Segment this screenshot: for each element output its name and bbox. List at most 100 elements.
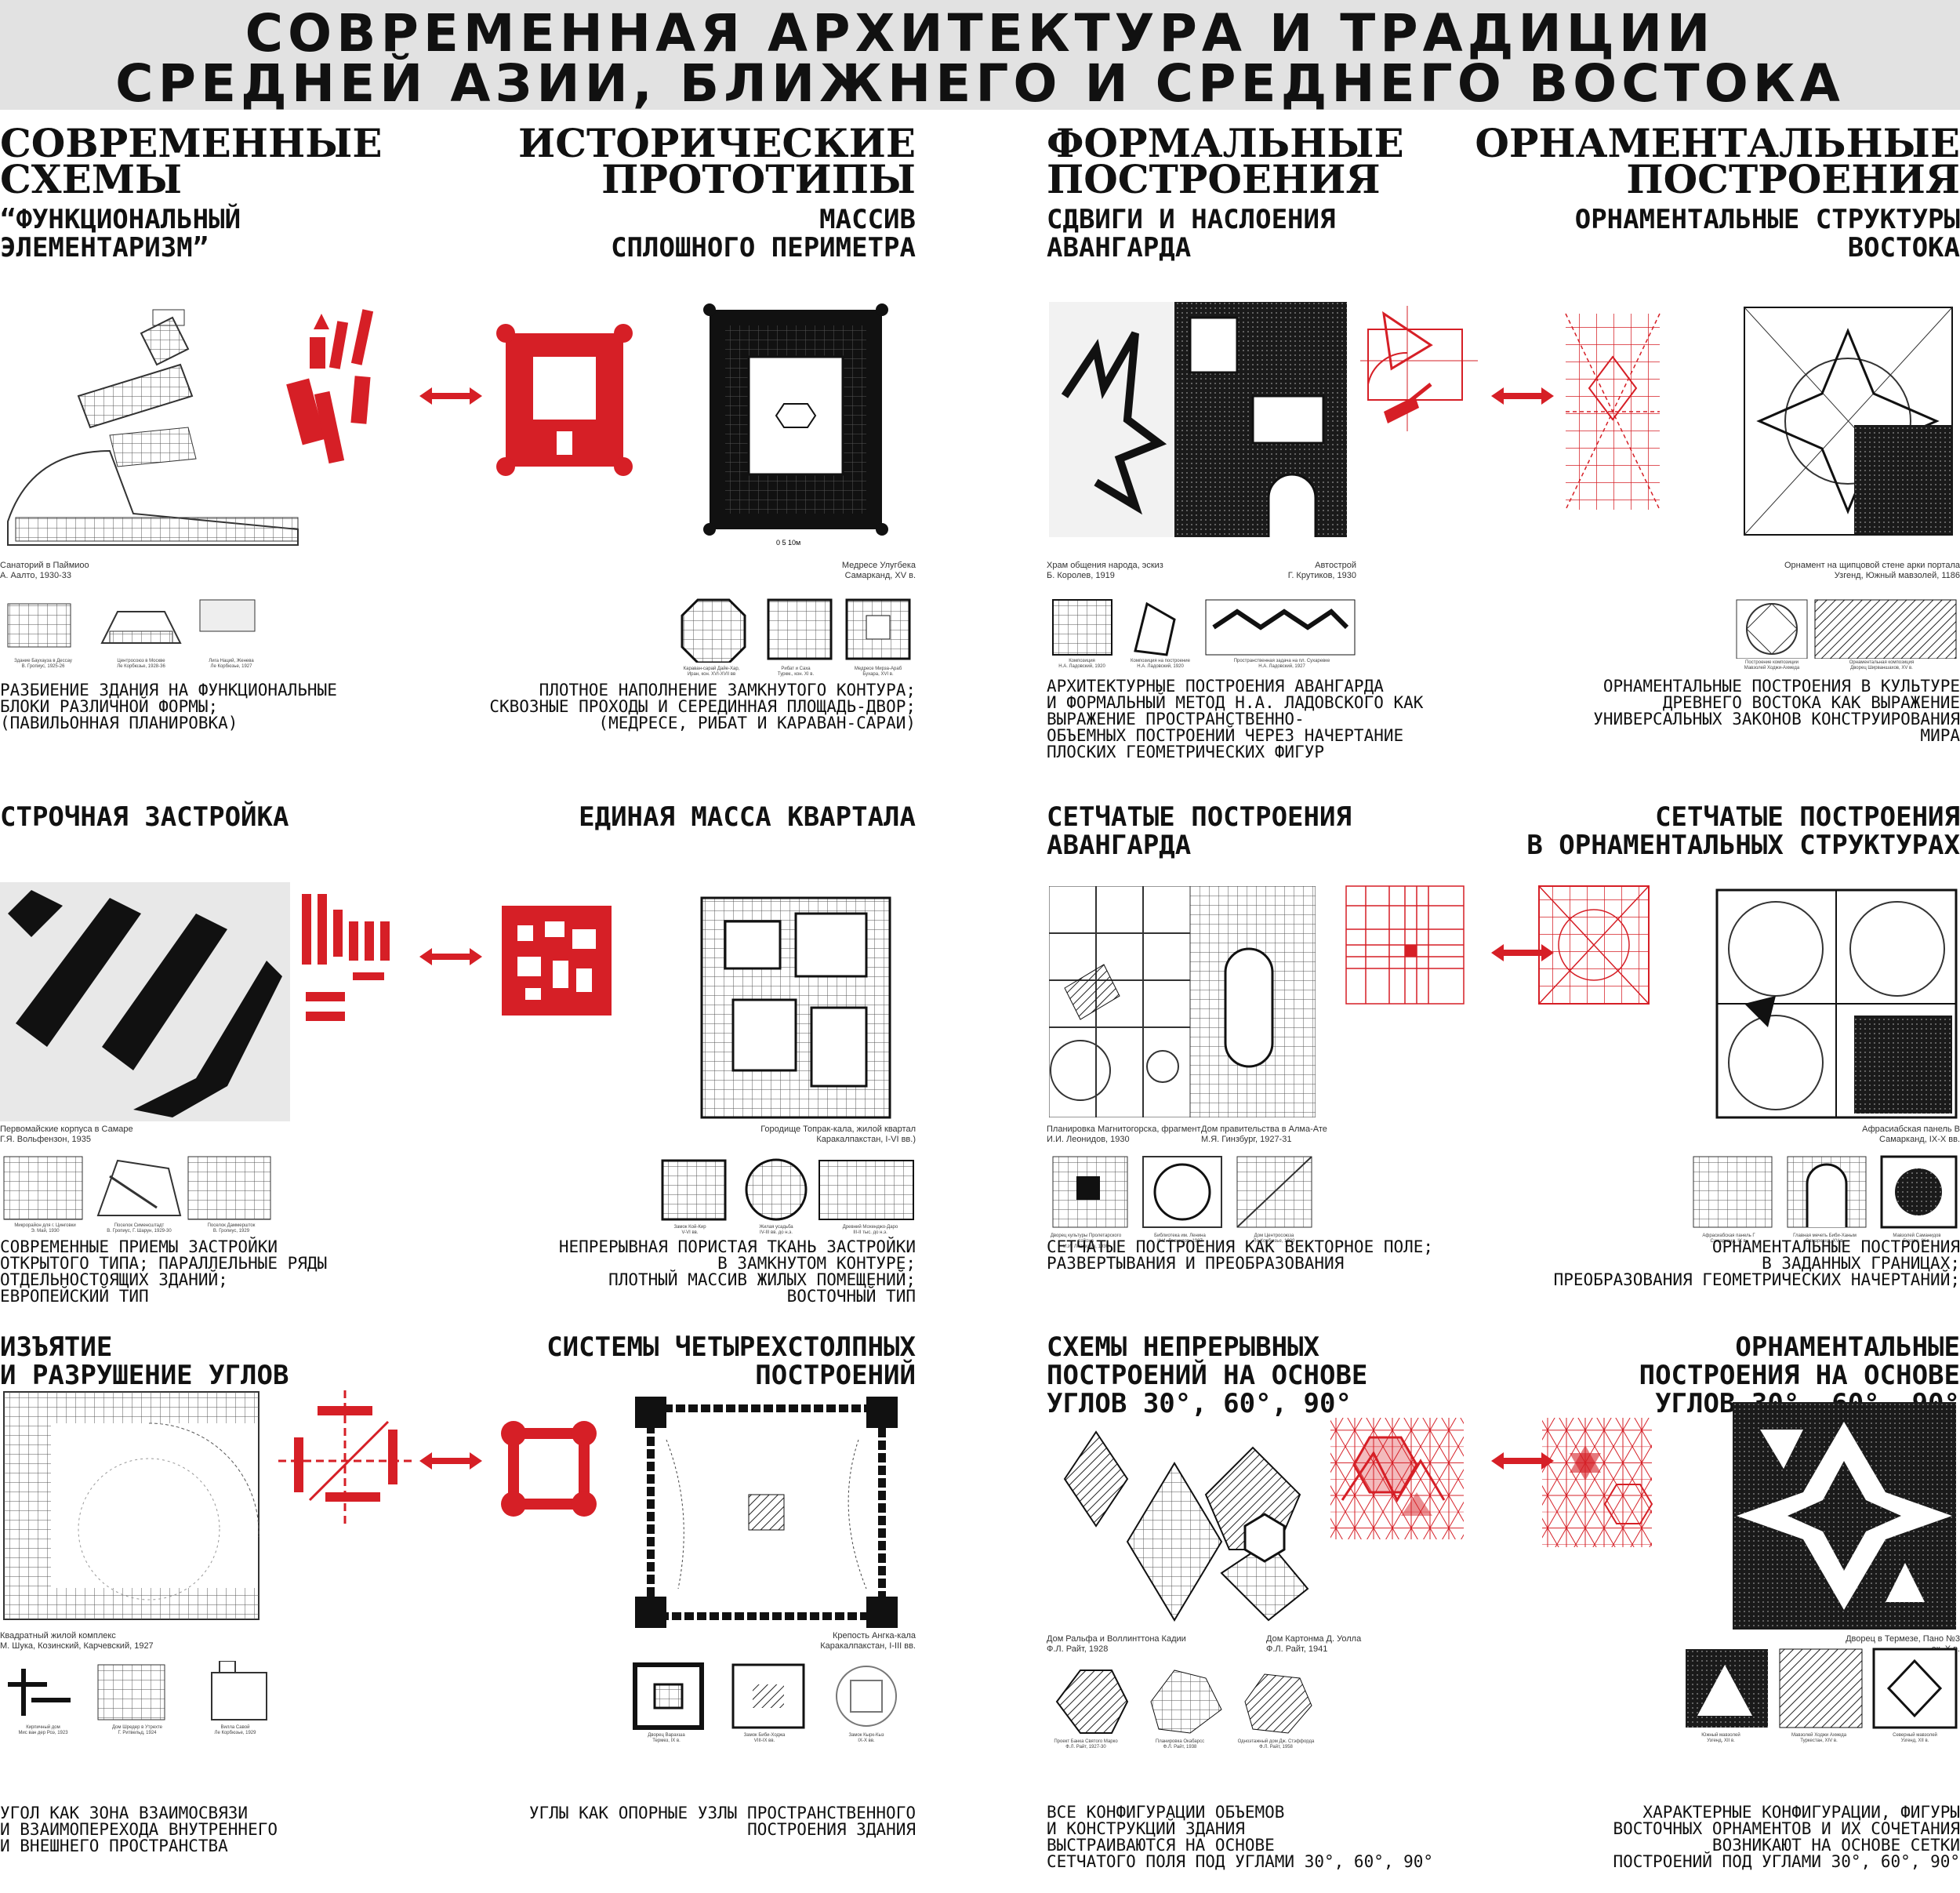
desc-continuous-fabric: НЕПРЕРЫВНАЯ ПОРИСТАЯ ТКАНЬ ЗАСТРОЙКИ В З…	[558, 1237, 916, 1306]
heading-ornamental-constructions: ОРНАМЕНТАЛЬНЫЕ ПОСТРОЕНИЯ	[1475, 120, 1960, 202]
uzgend-ornament-drawing	[1744, 307, 1953, 536]
caption-wright-house-wall: Дом Картонма Д. Уолла Ф.Л. Райт, 1941	[1266, 1634, 1362, 1654]
caption-alma-ata: Дом правительства в Алма-Ате М.Я. Гинзбу…	[1201, 1125, 1327, 1144]
ulugbek-madrasah-plan: 0 5 10м	[703, 303, 888, 547]
thumb-caption-san-marco: Проект Банка Святого Марко Ф.Л. Райт, 19…	[1054, 1739, 1118, 1749]
caption-avtostroy: Автострой Г. Крутиков, 1930	[1287, 561, 1356, 580]
thumb-caption-dammerstock: Поселок Даммершток В. Гропиус, 1929	[207, 1223, 256, 1234]
thumb-caption-ribat: Рибат и Саха Туркм., кон. XI в.	[777, 667, 815, 677]
thumb-caption-bibi-khanym: Главная мечеть Биби-Ханым Самарканд, XV …	[1793, 1234, 1857, 1244]
afrasiab-panel-drawing	[1715, 888, 1958, 1119]
caption-sanatorium: Санаторий в Паймиоо А. Аалто, 1930-33	[0, 561, 89, 580]
wright-house-plans	[1049, 1416, 1316, 1632]
sub-eastern-ornamental-structures: ОРНАМЕНТАЛЬНЫЕ СТРУКТУРЫ ВОСТОКА	[1574, 204, 1960, 263]
desc-ladovsky-method: АРХИТЕКТУРНЫЕ ПОСТРОЕНИЯ АВАНГАРДА И ФОР…	[1047, 677, 1424, 761]
thumb-caption-siemensstadt: Поселок Сименсштадт В. Гропиус, Г. Шарун…	[107, 1223, 172, 1234]
sub-row-development: СТРОЧНАЯ ЗАСТРОЙКА	[0, 801, 289, 833]
red-four-pillar-scheme	[501, 1421, 597, 1517]
caption-wright-house-kadi: Дом Ральфа и Воллинттона Кадии Ф.Л. Райт…	[1047, 1634, 1186, 1654]
section-modern-schemes: СОВРЕМЕННЫЕ СХЕМЫ ИСТОРИЧЕСКИЕ ПРОТОТИПЫ…	[0, 124, 980, 800]
thumb-caption-culture-palace: Дворец культуры Пролетарского района И.И…	[1050, 1234, 1122, 1249]
red-triangular-scheme	[1330, 1418, 1464, 1539]
sub-solid-perimeter: МАССИВ СПЛОШНОГО ПЕРИМЕТРА	[611, 204, 916, 263]
square-housing-complex-plan	[3, 1391, 260, 1620]
desc-open-development: СОВРЕМЕННЫЕ ПРИЕМЫ ЗАСТРОЙКИ ОТКРЫТОГО Т…	[0, 1237, 328, 1306]
caption-toprak-kala: Городище Топрак-кала, жилой квартал Кара…	[760, 1125, 916, 1144]
toprak-kala-quarter-plan	[686, 882, 898, 1125]
caption-uzgend-ornament: Орнамент на щипцовой стене арки портала …	[1784, 561, 1960, 580]
thumb-caption-mohenjo-daro: Древний Мохенджо-Даро III-II тыс. до н.э…	[842, 1225, 898, 1235]
sanatorium-plan-drawing	[7, 309, 299, 546]
thumb-caption-shirvanshah: Орнаментальная композиция Дворец Ширванш…	[1849, 660, 1915, 670]
thumb-caption-centrosoyuz: Центросоюз в Москве Ле Корбюзье, 1928-36	[117, 659, 165, 669]
page-title-line-1: СОВРЕМЕННАЯ АРХИТЕКТУРА И ТРАДИЦИИ	[245, 3, 1715, 64]
thumb-caption-spatial-task: Пространственная задача на пл. Сухаревке…	[1233, 659, 1330, 669]
red-perimeter-scheme	[496, 324, 633, 476]
sub-unified-block-mass: ЕДИНАЯ МАССА КВАРТАЛА	[579, 801, 916, 833]
heading-formal-constructions: ФОРМАЛЬНЫЕ ПОСТРОЕНИЯ	[1047, 120, 1404, 202]
red-corner-scheme	[278, 1390, 412, 1524]
desc-bounded-ornament: ОРНАМЕНТАЛЬНЫЕ ПОСТРОЕНИЯ В ЗАДАННЫХ ГРА…	[1553, 1237, 1960, 1289]
red-ornamental-grid	[1538, 885, 1650, 1005]
caption-square-complex: Квадратный жилой комплекс М. Шука, Козин…	[0, 1631, 154, 1651]
caption-afrasiab: Афрасиабская панель В Самарканд, IX-X вв…	[1862, 1125, 1960, 1144]
red-shift-scheme	[1360, 306, 1478, 431]
magnitogorsk-alma-ata-plans	[1049, 886, 1316, 1117]
sub-corner-removal: ИЗЪЯТИЕ И РАЗРУШЕНИЕ УГЛОВ	[0, 1332, 289, 1391]
page-title-line-2: СРЕДНЕЙ АЗИИ, БЛИЖНЕГО И СРЕДНЕГО ВОСТОК…	[115, 53, 1845, 114]
corner-thumbnails	[8, 1661, 267, 1720]
red-double-arrow	[419, 948, 482, 965]
thumb-caption-composition-construction: Построение композиции Мавзолей Ходжи-Ахм…	[1744, 660, 1800, 670]
title-banner: СОВРЕМЕННАЯ АРХИТЕКТУРА И ТРАДИЦИИ СРЕДН…	[0, 0, 1960, 114]
ornament-thumbnails	[1736, 599, 1957, 659]
thumb-caption-league-of-nations: Лига Наций, Женева Ле Корбюзье, 1927	[209, 659, 254, 669]
thumb-caption-north-mausoleum: Северный мавзолей Узгенд, XII в.	[1893, 1733, 1937, 1743]
thumb-caption-lenin-library: Библиотека им. Ленина И.И. Леонидов, 192…	[1154, 1234, 1206, 1244]
thumb-caption-mirza-arab: Медресе Мирза-Араб Бухара, XVI в.	[854, 667, 902, 677]
sub-ornamental-grids: СЕТЧАТЫЕ ПОСТРОЕНИЯ В ОРНАМЕНТАЛЬНЫХ СТР…	[1526, 801, 1960, 861]
angle-ornament-thumbnails	[1686, 1648, 1958, 1729]
thumb-caption-schroder-house: Дом Шредер в Утрехте Г. Ритвельд, 1924	[111, 1725, 163, 1735]
section-corner-removal: ИЗЪЯТИЕ И РАЗРУШЕНИЕ УГЛОВ СИСТЕМЫ ЧЕТЫР…	[0, 1332, 980, 1893]
thumb-caption-khoja-ahmed: Мавзолей Ходжи Ахмеда Туркестан, XIV в.	[1791, 1733, 1847, 1743]
section-angle-constructions: СХЕМЫ НЕПРЕРЫВНЫХ ПОСТРОЕНИЙ НА ОСНОВЕ У…	[980, 1332, 1960, 1893]
modern-thumbnails	[7, 599, 256, 648]
four-pillar-thumbnails	[633, 1662, 897, 1730]
red-block-mass-scheme	[502, 906, 612, 1016]
thumb-caption-afrasiab-g: Афрасиабская панель Г Самарканд, IX в.	[1702, 1234, 1755, 1244]
grid-avant-garde-thumbnails	[1052, 1156, 1312, 1228]
sub-avant-garde-shifts: СДВИГИ И НАСЛОЕНИЯ АВАНГАРДА	[1047, 204, 1336, 263]
thumb-caption-caravanserai: Караван-сарай Дайе-Хар, Иран, кон. XVI-X…	[683, 667, 740, 677]
red-double-arrow	[1491, 387, 1554, 405]
wright-thumbnails	[1055, 1670, 1312, 1734]
angka-kala-fortress-plan	[635, 1397, 898, 1628]
sub-avant-garde-grids: СЕТЧАТЫЕ ПОСТРОЕНИЯ АВАНГАРДА	[1047, 801, 1352, 861]
sub-functional-elementarism: “ФУНКЦИОНАЛЬНЫЙ ЭЛЕМЕНТАРИЗМ”	[0, 204, 241, 263]
thumb-caption-okabarss: Планировка Окабарсс Ф.Л. Райт, 1938	[1155, 1739, 1205, 1749]
red-row-scheme	[302, 894, 390, 1021]
thumb-caption-composition: Композиция Н.А. Ладовский, 1920	[1058, 659, 1105, 669]
ladovsky-thumbnails	[1052, 599, 1356, 656]
desc-continuous-grid: ВСЕ КОНФИГУРАЦИИ ОБЪЕМОВ И КОНСТРУКЦИЙ З…	[1047, 1803, 1434, 1871]
thumb-caption-kyrk-kyz: Замок Кырк-Кыз IX-X вв.	[848, 1733, 884, 1743]
row-thumbnails	[3, 1156, 271, 1220]
thumb-caption-microdistrict: Микрорайон для г. Цинговки Э. Май, 1930	[14, 1223, 76, 1234]
thumb-caption-samanid-mausoleum: Мавзолей Саманидов Бухара, IX в.	[1893, 1234, 1941, 1244]
red-double-arrow	[1491, 1452, 1554, 1470]
thumb-caption-brick-house: Кирпичный дом Мис ван дер Роэ, 1923	[18, 1725, 68, 1735]
thumb-caption-bauhaus: Здание Баухауза в Дессау В. Гропиус, 192…	[14, 659, 72, 669]
thumb-caption-estate: Жилая усадьба IV-III вв. до н.э.	[759, 1225, 793, 1235]
red-double-arrow	[1491, 944, 1554, 961]
historical-thumbnails	[681, 598, 911, 663]
red-double-arrow	[419, 387, 482, 405]
thumb-caption-koy-kir: Замок Кой-Кир V-VI вв.	[673, 1225, 706, 1235]
desc-functional-blocks: РАЗБИЕНИЕ ЗДАНИЯ НА ФУНКЦИОНАЛЬНЫЕ БЛОКИ…	[0, 681, 337, 732]
thumb-caption-south-mausoleum: Южный мавзолей Узгенд, XII в.	[1701, 1733, 1740, 1743]
thumb-caption-bibi-khoja: Замок Биби-Ходжа VIII-IX вв.	[743, 1733, 786, 1743]
termez-palace-panel	[1733, 1402, 1956, 1630]
block-mass-thumbnails	[661, 1158, 914, 1221]
red-star-ornament	[1542, 1418, 1653, 1547]
section-grid-constructions: СЕТЧАТЫЕ ПОСТРОЕНИЯ АВАНГАРДА СЕТЧАТЫЕ П…	[980, 800, 1960, 1310]
desc-ornamental-laws: ОРНАМЕНТАЛЬНЫЕ ПОСТРОЕНИЯ В КУЛЬТУРЕ ДРЕ…	[1593, 677, 1960, 745]
desc-corner-zone: УГОЛ КАК ЗОНА ВЗАИМОСВЯЗИ И ВЗАИМОПЕРЕХО…	[0, 1804, 278, 1855]
